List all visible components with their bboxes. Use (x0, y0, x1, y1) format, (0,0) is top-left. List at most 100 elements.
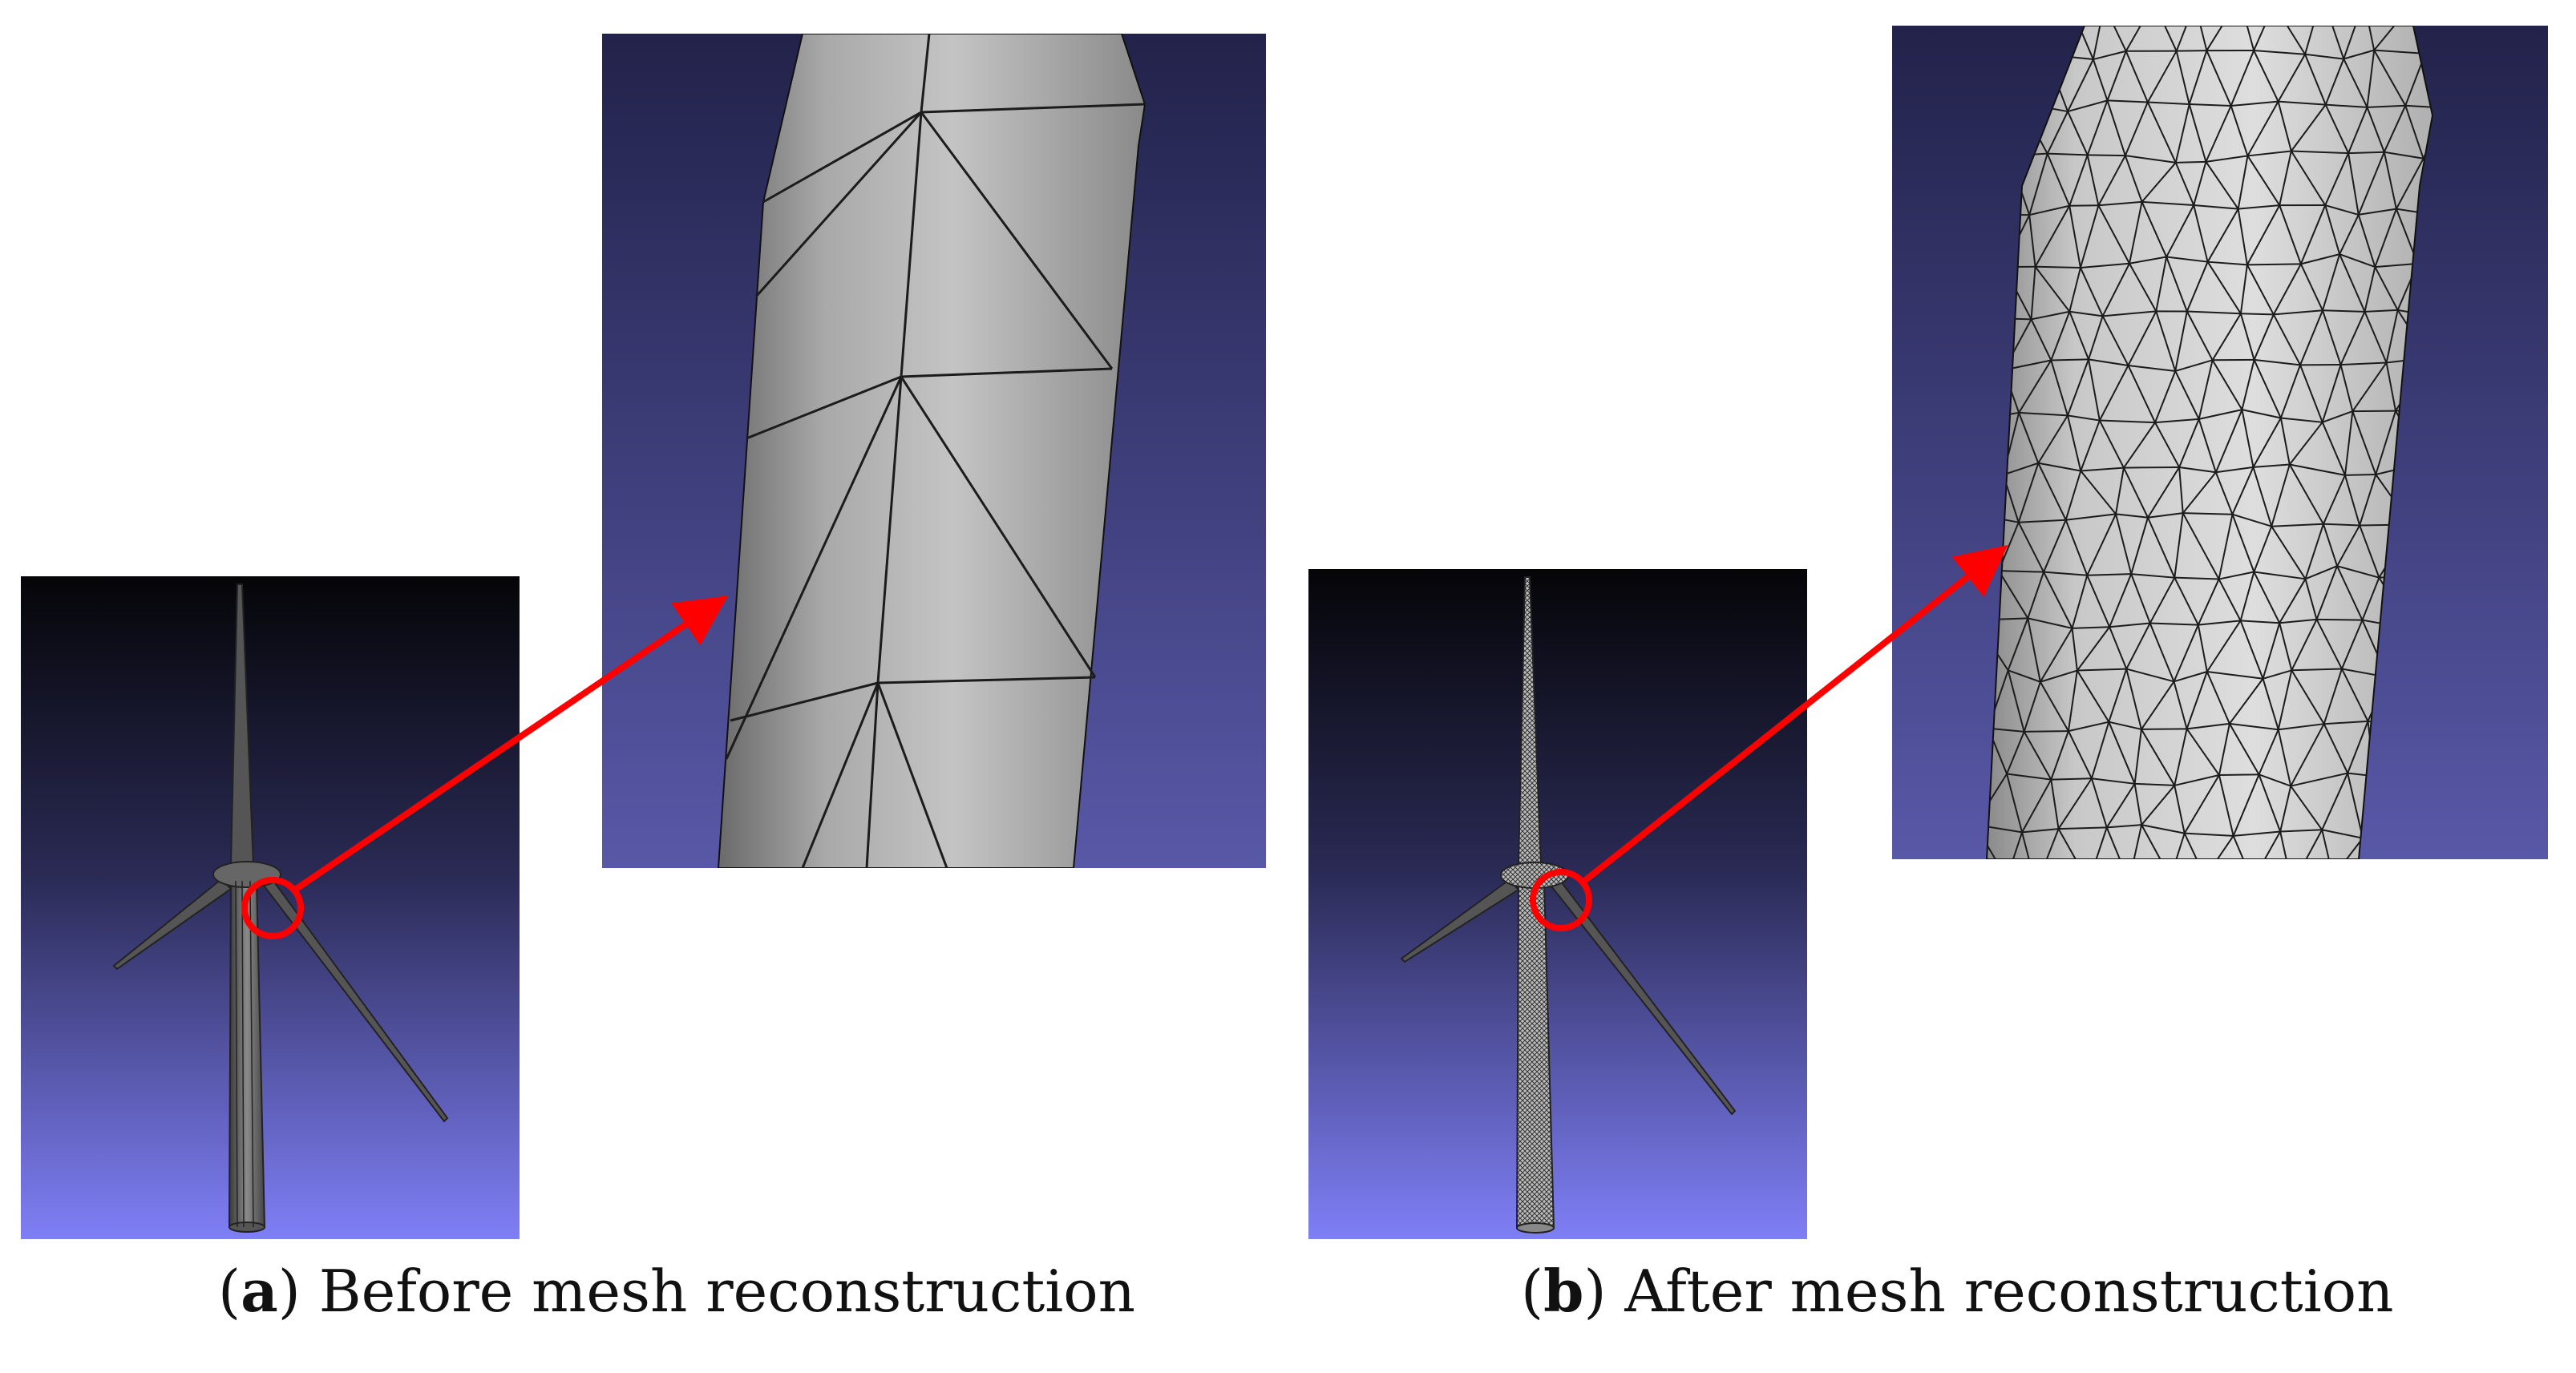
zoom-viewport-b (1892, 26, 2548, 859)
mesh-edge (2385, 309, 2399, 363)
mesh-edge (2357, 151, 2385, 216)
mesh-edge (2125, 26, 2155, 52)
mesh-edge (2206, 671, 2230, 725)
mesh-edge (2348, 107, 2368, 154)
mesh-edge (2231, 514, 2255, 572)
zoom-arrow-b (1581, 545, 2008, 885)
mesh-edge (2339, 311, 2366, 365)
mesh-edge (2141, 824, 2185, 834)
mesh-edge (2088, 316, 2104, 360)
mesh-edge (2211, 313, 2242, 361)
mesh-edge (2102, 310, 2157, 317)
mesh-edge (2027, 618, 2041, 682)
mesh-edge (2272, 313, 2301, 365)
mesh-edge (2324, 204, 2341, 255)
mesh-edge (2186, 671, 2208, 729)
mesh-edge (2021, 779, 2052, 833)
mesh-edge (2153, 26, 2178, 52)
mesh-edge (2339, 364, 2354, 412)
mesh-edge (2182, 512, 2233, 515)
mesh-edge (2341, 668, 2369, 722)
mesh-edge (2237, 208, 2248, 265)
mesh-edge (2252, 417, 2282, 468)
mesh-edge (2007, 670, 2025, 733)
mesh-edge (2046, 111, 2068, 155)
mesh-edge (2175, 50, 2190, 105)
mesh-edge (2323, 723, 2349, 774)
caption-b-text: After mesh reconstruction (1606, 1258, 2394, 1325)
mesh-edge (2174, 774, 2220, 786)
mesh-edge (2352, 361, 2388, 412)
mesh-edge (2206, 26, 2241, 51)
mesh-edge (2068, 155, 2089, 207)
mesh-edge (2037, 414, 2068, 464)
mesh-edge (2232, 773, 2260, 837)
mesh-edge (2253, 50, 2279, 103)
mesh-edge (2383, 151, 2397, 209)
mesh-edge (2323, 668, 2343, 725)
mesh-edge (2126, 668, 2174, 683)
turbine-viewport-a (21, 576, 520, 1239)
mesh-edge (2367, 104, 2406, 108)
mesh-edge (2374, 49, 2426, 55)
mesh-edge (2373, 26, 2412, 51)
mesh-edge (2206, 50, 2232, 107)
mesh-edge (2129, 263, 2157, 312)
mesh-edge (2263, 669, 2292, 680)
mesh-edge (2106, 50, 2127, 101)
mesh-edge (2332, 838, 2364, 859)
mesh-edge (2238, 204, 2280, 210)
mesh-edge (2147, 517, 2176, 579)
mesh-edge (2277, 54, 2306, 103)
mesh-edge (2125, 50, 2149, 103)
mesh-edge (2246, 263, 2301, 266)
mesh-edge (2184, 832, 2234, 837)
mesh-edge (2115, 467, 2125, 515)
mesh-edge (2101, 263, 2130, 317)
mesh-edge (2065, 513, 2117, 521)
mesh-edge (2076, 670, 2110, 723)
mesh-edge (2035, 265, 2081, 269)
mesh-edge (2315, 619, 2343, 669)
mesh-edge (2251, 830, 2281, 859)
mesh-edge (2134, 782, 2175, 786)
mesh-edge (2057, 777, 2093, 830)
mesh-edge (2230, 100, 2279, 107)
mesh-edge (2174, 577, 2199, 626)
mesh-edge (2006, 731, 2025, 774)
mesh-edge (2047, 152, 2088, 156)
mesh-edge (2021, 832, 2037, 859)
mesh-edge (2141, 680, 2175, 730)
mesh-edge (2069, 310, 2103, 317)
mesh-edge (2229, 723, 2260, 775)
mesh-edge (2133, 729, 2142, 784)
mesh-edge (2130, 573, 2151, 624)
mesh-edge (2214, 409, 2243, 473)
zoom-tower-surface (717, 34, 1146, 868)
mesh-edge (2079, 205, 2100, 269)
turbine-tower-base (1516, 1222, 1555, 1234)
mesh-edge (2242, 409, 2282, 419)
mesh-edge (2299, 204, 2327, 265)
mesh-edge (2207, 260, 2247, 266)
mesh-edge (2304, 54, 2327, 106)
mesh-edge (2186, 722, 2230, 730)
mesh-edge (2176, 50, 2207, 52)
mesh-edge (2348, 151, 2384, 155)
mesh-edge (2067, 59, 2094, 112)
mesh-edge (2324, 59, 2345, 106)
mesh-edge (2271, 526, 2307, 579)
caption-b-letter: b (1543, 1257, 1584, 1325)
mesh-edge (2366, 50, 2376, 107)
mesh-edge (2279, 364, 2301, 418)
mesh-edge (2206, 261, 2242, 314)
mesh-edge (2277, 670, 2293, 730)
mesh-edge (2271, 523, 2323, 527)
mesh-edge (2109, 626, 2128, 669)
mesh-edge (1987, 617, 2028, 621)
mesh-edge (2034, 205, 2071, 268)
mesh-edge (2066, 415, 2082, 471)
mesh-edge (2108, 668, 2128, 723)
mesh-edge (2322, 253, 2341, 311)
mesh-edge (2174, 785, 2186, 834)
